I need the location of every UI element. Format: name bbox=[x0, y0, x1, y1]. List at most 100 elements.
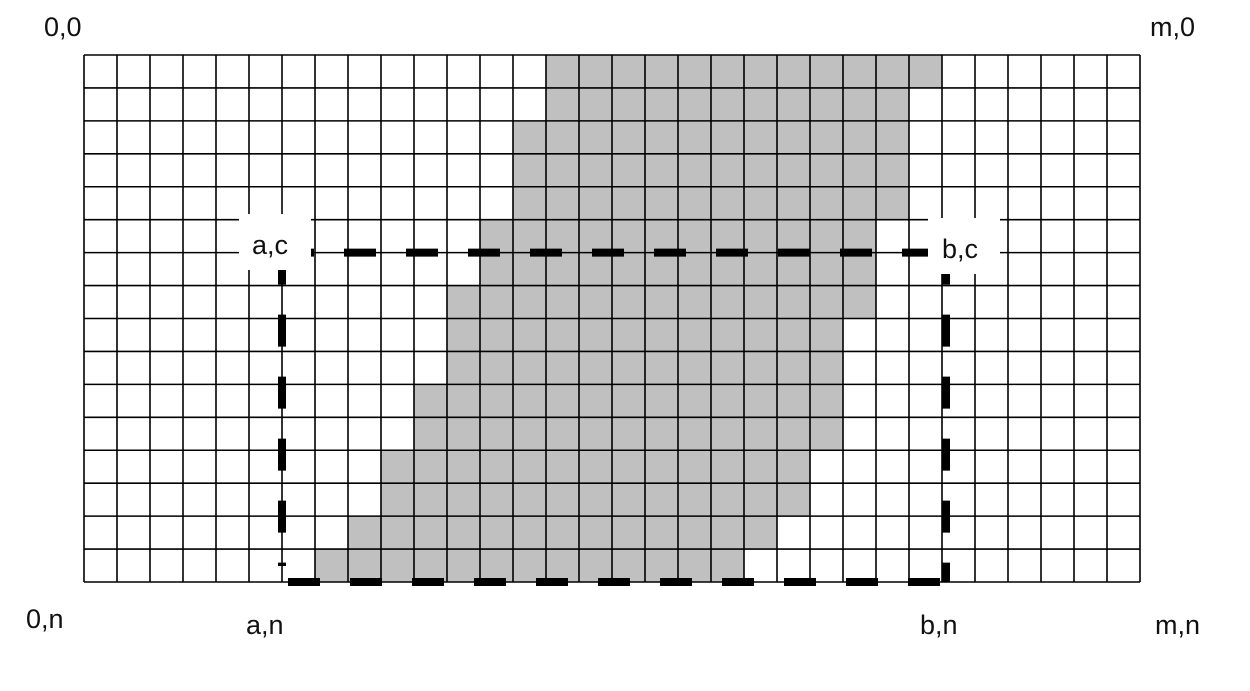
filled-cell bbox=[810, 55, 843, 88]
filled-cell bbox=[513, 219, 546, 253]
filled-cell bbox=[777, 483, 810, 517]
filled-cell bbox=[579, 450, 612, 484]
filled-cell bbox=[711, 384, 744, 418]
filled-cell bbox=[447, 384, 480, 418]
filled-cell bbox=[777, 252, 810, 286]
filled-cell bbox=[645, 516, 678, 550]
filled-cell bbox=[546, 252, 579, 286]
filled-cell bbox=[546, 219, 579, 253]
box-label-top-left: a,c bbox=[252, 230, 288, 260]
filled-cell bbox=[513, 483, 546, 517]
filled-cell bbox=[843, 87, 876, 121]
filled-cell bbox=[744, 516, 777, 550]
filled-cell bbox=[612, 351, 645, 385]
filled-cell bbox=[480, 450, 513, 484]
filled-cell bbox=[513, 450, 546, 484]
filled-cell bbox=[579, 285, 612, 319]
filled-cell bbox=[810, 318, 843, 352]
filled-cell bbox=[546, 417, 579, 451]
filled-cell bbox=[777, 120, 810, 154]
filled-cell bbox=[546, 516, 579, 550]
filled-cell bbox=[381, 483, 414, 517]
filled-cell bbox=[810, 417, 843, 451]
filled-cell bbox=[612, 186, 645, 220]
filled-cell bbox=[678, 252, 711, 286]
corner-label-top-right: m,0 bbox=[1150, 12, 1195, 42]
filled-cell bbox=[381, 516, 414, 550]
bounding-box bbox=[278, 248, 950, 586]
filled-cell bbox=[645, 120, 678, 154]
filled-cell bbox=[678, 483, 711, 517]
filled-cell bbox=[744, 153, 777, 187]
filled-cell bbox=[513, 549, 546, 582]
filled-cell bbox=[381, 450, 414, 484]
filled-cell bbox=[348, 549, 381, 582]
filled-cell bbox=[777, 153, 810, 187]
corner-label-bottom-left: 0,n bbox=[26, 604, 64, 634]
box-label-top-right: b,c bbox=[942, 234, 978, 264]
filled-cell bbox=[645, 252, 678, 286]
filled-cell bbox=[513, 516, 546, 550]
filled-cell bbox=[546, 285, 579, 319]
filled-cell bbox=[513, 351, 546, 385]
filled-cell bbox=[480, 384, 513, 418]
filled-cell bbox=[381, 549, 414, 582]
filled-cell bbox=[678, 186, 711, 220]
filled-cell bbox=[744, 417, 777, 451]
filled-cell bbox=[546, 549, 579, 582]
filled-cell bbox=[810, 384, 843, 418]
filled-cell bbox=[711, 450, 744, 484]
filled-cell bbox=[843, 55, 876, 88]
filled-cell bbox=[513, 384, 546, 418]
filled-cell bbox=[711, 252, 744, 286]
filled-cell bbox=[447, 483, 480, 517]
label-bg-ac bbox=[239, 214, 311, 270]
grid-cells bbox=[315, 55, 942, 582]
filled-cell bbox=[579, 87, 612, 121]
filled-cell bbox=[711, 120, 744, 154]
filled-cell bbox=[744, 252, 777, 286]
filled-cell bbox=[711, 516, 744, 550]
filled-cell bbox=[579, 153, 612, 187]
filled-cell bbox=[678, 55, 711, 88]
filled-cell bbox=[579, 549, 612, 582]
filled-cell bbox=[810, 252, 843, 286]
filled-cell bbox=[645, 384, 678, 418]
filled-cell bbox=[612, 219, 645, 253]
filled-cell bbox=[744, 120, 777, 154]
filled-cell bbox=[645, 351, 678, 385]
filled-cell bbox=[711, 351, 744, 385]
filled-cell bbox=[612, 384, 645, 418]
filled-cell bbox=[678, 417, 711, 451]
filled-cell bbox=[678, 384, 711, 418]
corner-label-top-left: 0,0 bbox=[44, 12, 82, 42]
filled-cell bbox=[777, 186, 810, 220]
filled-cell bbox=[546, 153, 579, 187]
filled-cell bbox=[612, 153, 645, 187]
filled-cell bbox=[711, 87, 744, 121]
filled-cell bbox=[810, 87, 843, 121]
filled-cell bbox=[645, 55, 678, 88]
filled-cell bbox=[777, 87, 810, 121]
filled-cell bbox=[414, 417, 447, 451]
filled-cell bbox=[777, 318, 810, 352]
filled-cell bbox=[546, 87, 579, 121]
filled-cell bbox=[579, 516, 612, 550]
filled-cell bbox=[645, 318, 678, 352]
filled-cell bbox=[579, 120, 612, 154]
grid-lines bbox=[83, 54, 1141, 583]
filled-cell bbox=[777, 285, 810, 319]
filled-cell bbox=[480, 549, 513, 582]
filled-cell bbox=[513, 153, 546, 187]
filled-cell bbox=[876, 186, 909, 220]
filled-cell bbox=[612, 417, 645, 451]
filled-cell bbox=[612, 120, 645, 154]
filled-cell bbox=[744, 285, 777, 319]
filled-cell bbox=[843, 153, 876, 187]
filled-cell bbox=[744, 384, 777, 418]
filled-cell bbox=[414, 450, 447, 484]
filled-cell bbox=[744, 55, 777, 88]
filled-cell bbox=[480, 483, 513, 517]
filled-cell bbox=[744, 318, 777, 352]
